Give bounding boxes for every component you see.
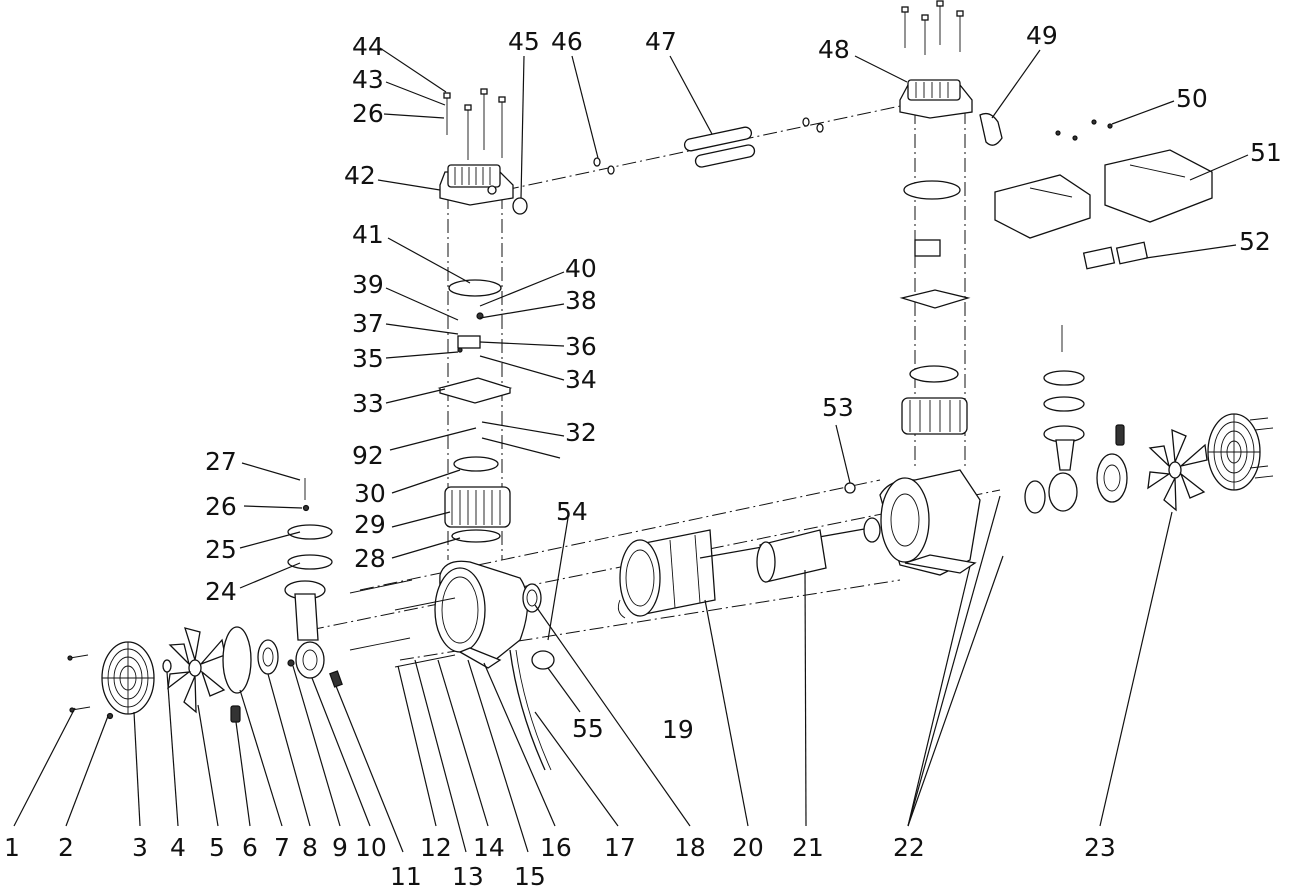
fitting-45	[512, 197, 528, 215]
cylinder-head-left	[439, 164, 514, 206]
callout-21: 21	[792, 833, 824, 862]
callout-1: 1	[4, 833, 20, 862]
connecting-rod-left	[284, 580, 343, 688]
set-screw-6	[230, 705, 241, 723]
callout-32: 32	[565, 418, 597, 447]
callout-51: 51	[1250, 138, 1282, 167]
callout-42: 42	[344, 161, 376, 190]
fan-guard-right	[1207, 413, 1274, 491]
callout-20: 20	[732, 833, 764, 862]
callout-19: 19	[662, 715, 694, 744]
callout-52: 52	[1239, 227, 1271, 256]
fan-left	[167, 627, 226, 714]
callout-3: 3	[132, 833, 148, 862]
transfer-tube	[593, 117, 824, 175]
callout-49: 49	[1026, 21, 1058, 50]
callout-18: 18	[674, 833, 706, 862]
callout-26-upper: 26	[352, 99, 384, 128]
callout-43: 43	[352, 65, 384, 94]
rotor	[699, 517, 881, 583]
callout-44: 44	[352, 32, 384, 61]
callout-11: 11	[390, 862, 422, 891]
gasket-24	[287, 554, 333, 570]
callout-47: 47	[645, 27, 677, 56]
screws-50	[1055, 119, 1113, 141]
callout-25: 25	[205, 535, 237, 564]
callout-33: 33	[352, 389, 384, 418]
upper-bolt-axis	[359, 479, 881, 591]
callout-55: 55	[572, 714, 604, 743]
callout-48: 48	[818, 35, 850, 64]
callout-14: 14	[473, 833, 505, 862]
callout-6: 6	[242, 833, 258, 862]
crankcase-left	[434, 560, 542, 669]
callout-35: 35	[352, 344, 384, 373]
cylinder-right	[899, 180, 971, 435]
callout-16: 16	[540, 833, 572, 862]
callout-54: 54	[556, 497, 588, 526]
hose	[509, 649, 546, 771]
callout-92: 92	[352, 441, 384, 470]
callout-29: 29	[354, 510, 386, 539]
washer-4	[162, 659, 172, 673]
stator	[617, 529, 716, 619]
callout-37: 37	[352, 309, 384, 338]
callout-39: 39	[352, 270, 384, 299]
filter-elements	[1082, 241, 1149, 270]
callout-17: 17	[604, 833, 636, 862]
through-bolts	[349, 579, 456, 668]
callout-30: 30	[354, 479, 386, 508]
callout-28: 28	[354, 544, 386, 573]
elbow-fitting	[979, 112, 1003, 146]
callout-36: 36	[565, 332, 597, 361]
bearing-8	[257, 639, 279, 675]
fan-guard-left	[101, 641, 155, 715]
fan-right	[1096, 424, 1208, 512]
callout-53: 53	[822, 393, 854, 422]
callout-26-lower: 26	[205, 492, 237, 521]
callout-24: 24	[205, 577, 237, 606]
callout-50: 50	[1176, 84, 1208, 113]
callout-12: 12	[420, 833, 452, 862]
leader-lines	[13, 47, 1249, 853]
callout-15: 15	[514, 862, 546, 891]
callout-5: 5	[209, 833, 225, 862]
callout-22: 22	[893, 833, 925, 862]
callout-2: 2	[58, 833, 74, 862]
callout-41: 41	[352, 220, 384, 249]
callout-labels: 1 2 3 4 5 6 7 8 9 10 11 12 13 14 15 16 1…	[4, 21, 1282, 891]
head-bolts-left	[443, 88, 506, 160]
air-filter-covers	[994, 149, 1213, 239]
callout-27: 27	[205, 447, 237, 476]
callout-34: 34	[565, 365, 597, 394]
callout-23: 23	[1084, 833, 1116, 862]
valve-plate-25	[287, 524, 333, 540]
connecting-rod-right	[1024, 325, 1085, 514]
fitting-55	[531, 650, 555, 670]
cylinder-left	[444, 456, 511, 543]
crankcase-right	[844, 469, 981, 576]
callout-38: 38	[565, 286, 597, 315]
callout-13: 13	[452, 862, 484, 891]
callout-46: 46	[551, 27, 583, 56]
callout-9: 9	[332, 833, 348, 862]
callout-7: 7	[274, 833, 290, 862]
screws-left-guard	[67, 654, 114, 720]
callout-45: 45	[508, 27, 540, 56]
disc-7	[222, 626, 252, 694]
callout-10: 10	[355, 833, 387, 862]
cylinder-head-right	[899, 0, 973, 119]
callout-40: 40	[565, 254, 597, 283]
callout-8: 8	[302, 833, 318, 862]
part-drawings	[67, 0, 1274, 771]
callout-4: 4	[170, 833, 186, 862]
